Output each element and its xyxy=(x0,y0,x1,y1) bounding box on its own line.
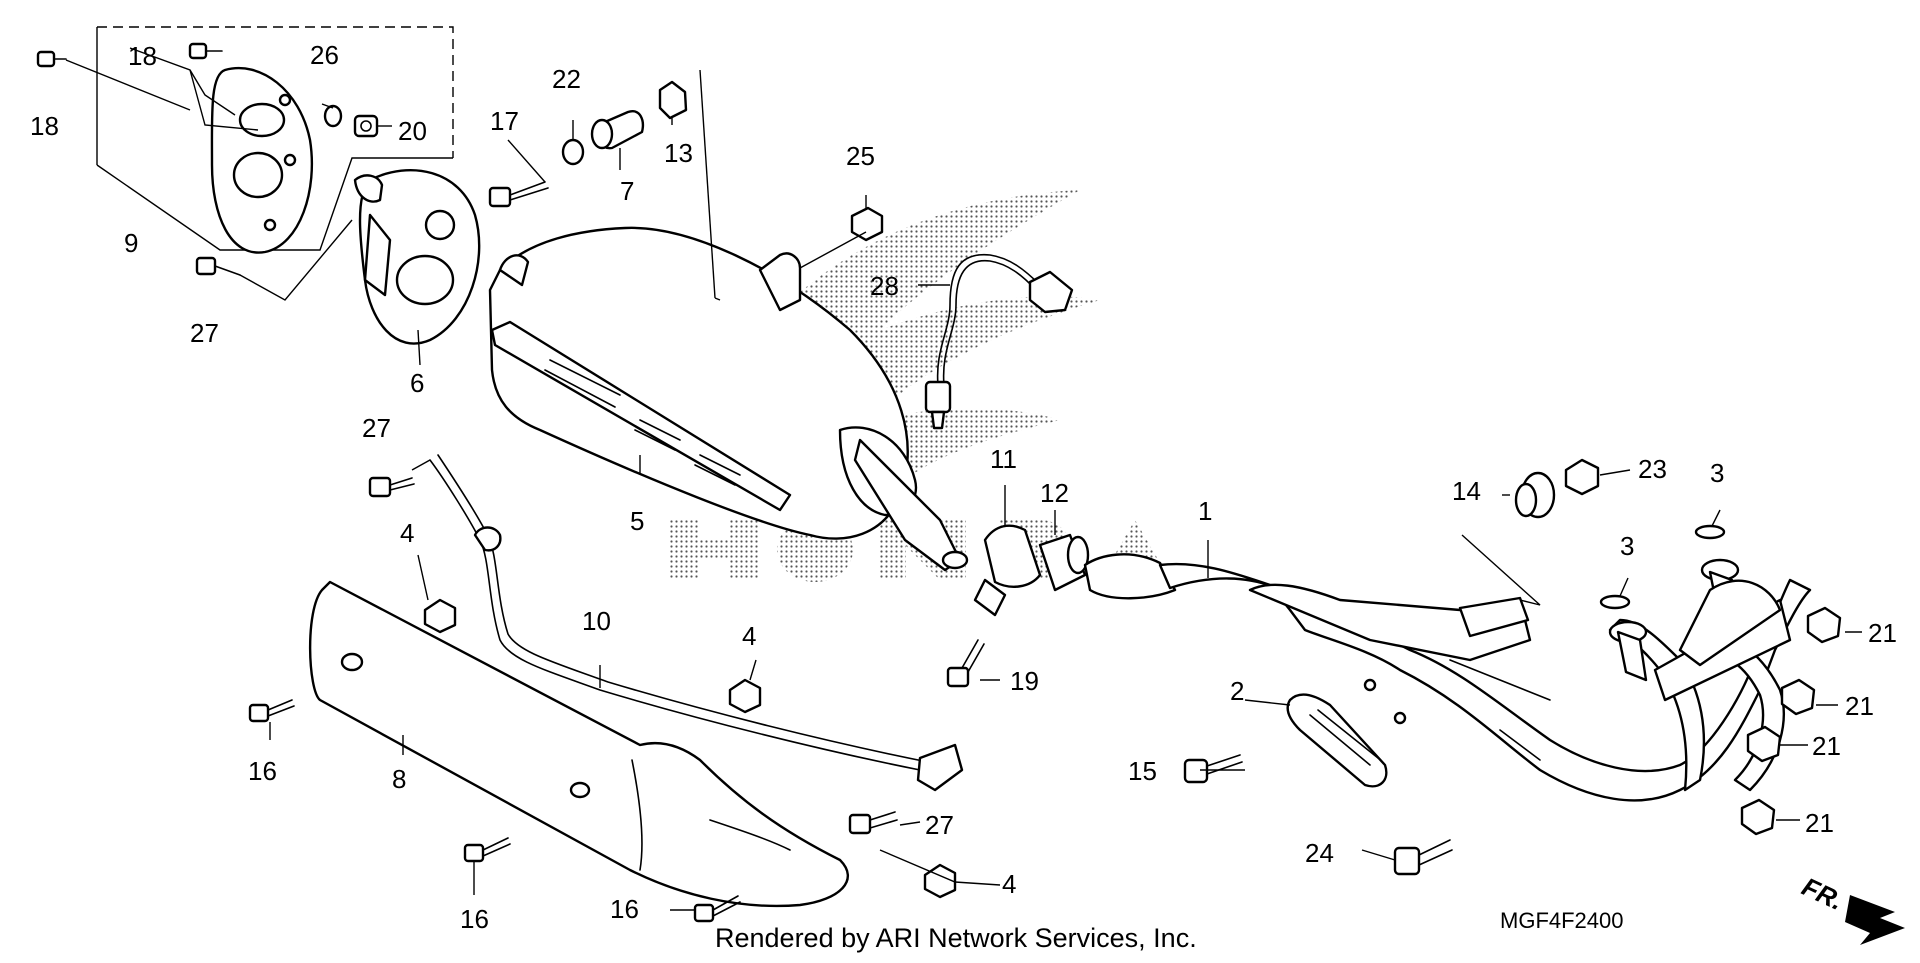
bolt-16a xyxy=(248,699,295,723)
bolt-27a xyxy=(195,256,241,276)
nut-21c xyxy=(1746,725,1782,763)
bolt-18a xyxy=(36,50,67,68)
callout-4b: 4 xyxy=(742,621,756,651)
callout-6: 6 xyxy=(410,368,424,398)
footer-credit: Rendered by ARI Network Services, Inc. xyxy=(715,923,1197,953)
bolt-18b xyxy=(188,42,223,60)
callout-21a: 21 xyxy=(1868,618,1897,648)
bolt-19 xyxy=(946,639,985,688)
callout-26: 26 xyxy=(310,40,339,70)
callout-9: 9 xyxy=(124,228,138,258)
heat-shield-8 xyxy=(308,580,849,908)
nut-21b xyxy=(1780,678,1816,716)
nut-21d xyxy=(1740,798,1776,836)
callout-18b: 18 xyxy=(128,41,157,71)
nut-4c xyxy=(923,863,957,899)
washer-26 xyxy=(323,104,343,128)
stay-bracket-10 xyxy=(429,454,964,792)
callout-28: 28 xyxy=(870,271,899,301)
o-ring-3a xyxy=(1599,594,1631,610)
callout-17: 17 xyxy=(490,106,519,136)
bolt-16b xyxy=(463,837,511,863)
collar-23 xyxy=(1564,458,1600,496)
callout-10: 10 xyxy=(582,606,611,636)
callout-22: 22 xyxy=(552,64,581,94)
callout-21c: 21 xyxy=(1812,731,1841,761)
callout-27c: 27 xyxy=(925,810,954,840)
bolt-24 xyxy=(1393,839,1453,876)
callout-11: 11 xyxy=(990,444,1017,474)
bolt-27b xyxy=(368,476,415,498)
grommet-7 xyxy=(590,110,644,150)
callout-2: 2 xyxy=(1230,676,1244,706)
clamp-11 xyxy=(973,524,1042,617)
o-ring-3b xyxy=(1694,524,1726,540)
direction-label: FR. xyxy=(1797,871,1848,916)
muffler-5 xyxy=(488,226,969,572)
bolt-27c xyxy=(848,811,898,835)
callout-16c: 16 xyxy=(610,894,639,924)
callout-13: 13 xyxy=(664,138,693,168)
nut-20 xyxy=(353,114,379,138)
end-cap-outer xyxy=(210,67,314,254)
nut-4a xyxy=(423,598,457,634)
callout-15: 15 xyxy=(1128,756,1157,786)
callout-8: 8 xyxy=(392,764,406,794)
grommet-14 xyxy=(1514,471,1556,519)
callout-4c: 4 xyxy=(1002,869,1016,899)
gasket-12 xyxy=(1038,533,1090,592)
leader-lines xyxy=(65,47,1862,911)
callout-24: 24 xyxy=(1305,838,1334,868)
o2-sensor-28 xyxy=(924,253,1074,430)
callout-27a: 27 xyxy=(190,318,219,348)
front-direction-arrow: FR. xyxy=(1797,871,1905,945)
callout-25: 25 xyxy=(846,141,875,171)
callout-5: 5 xyxy=(630,506,644,536)
callout-12: 12 xyxy=(1040,478,1069,508)
washer-22 xyxy=(561,138,585,166)
callout-14: 14 xyxy=(1452,476,1481,506)
callout-16a: 16 xyxy=(248,756,277,786)
nut-25 xyxy=(850,206,884,242)
callout-7: 7 xyxy=(620,176,634,206)
callout-16b: 16 xyxy=(460,904,489,934)
heat-guard-2 xyxy=(1286,693,1388,788)
callout-1: 1 xyxy=(1198,496,1212,526)
nut-21a xyxy=(1806,606,1842,644)
callout-21b: 21 xyxy=(1845,691,1874,721)
diagram-code: MGF4F2400 xyxy=(1500,908,1624,933)
bolt-15 xyxy=(1183,754,1243,784)
callout-labels: 18 18 26 20 9 27 6 17 22 7 13 25 28 5 27… xyxy=(30,40,1897,934)
callout-27b: 27 xyxy=(362,413,391,443)
end-plate-6 xyxy=(353,168,481,345)
callout-18a: 18 xyxy=(30,111,59,141)
callout-4a: 4 xyxy=(400,518,414,548)
assembly-box-9 xyxy=(96,26,454,251)
callout-21d: 21 xyxy=(1805,808,1834,838)
collar-13 xyxy=(658,80,688,120)
nut-4b xyxy=(728,678,762,714)
callout-23: 23 xyxy=(1638,454,1667,484)
callout-3a: 3 xyxy=(1710,458,1724,488)
bolt-17 xyxy=(488,181,549,208)
bolt-16c xyxy=(693,895,741,923)
callout-19: 19 xyxy=(1010,666,1039,696)
exhaust-pipe-1 xyxy=(1083,553,1812,802)
callout-3b: 3 xyxy=(1620,531,1634,561)
callout-20: 20 xyxy=(398,116,427,146)
